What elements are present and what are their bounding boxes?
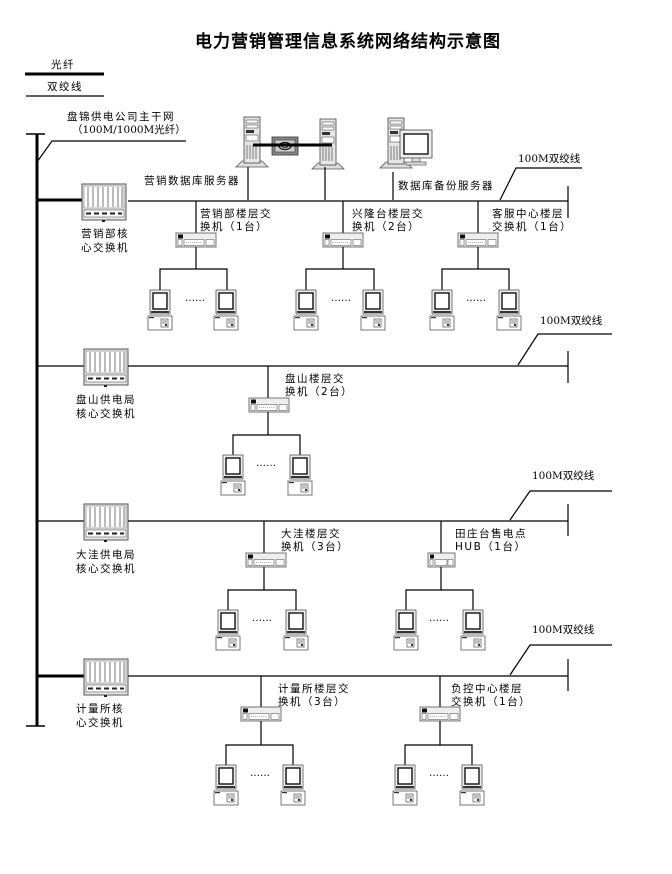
ellipsis: ……	[252, 613, 272, 624]
pc-icon	[496, 289, 522, 331]
pc-links	[159, 268, 228, 290]
pc-icon	[393, 609, 419, 651]
cable-callout	[517, 333, 612, 366]
core-switch-icon	[83, 503, 129, 543]
legend-fiber-label: 光纤	[51, 58, 75, 71]
floor-switch-label-line1: 兴隆台楼层交	[352, 207, 424, 220]
floor-switch-icon	[240, 706, 282, 722]
pc-icon	[392, 764, 418, 806]
floor-switch-label-line2: 换机（3台）	[281, 540, 349, 553]
cable-label: 100M双绞线	[518, 152, 581, 165]
pc-icon	[293, 289, 319, 331]
floor-switch-label-line1: 营销部楼层交	[200, 207, 272, 220]
floor-switch-label-line1: 大洼楼层交	[281, 527, 341, 540]
segment-panshan: 盘山供电局 核心交换机 100M双绞线 盘山楼层交 换机（2台） ……	[37, 314, 612, 496]
cable-callout	[499, 167, 582, 201]
floor-switch-label-line2: 换机（1台）	[200, 220, 268, 233]
pc-icon	[220, 454, 246, 496]
core-switch-icon	[83, 658, 129, 698]
floor-switch-label-line2: 换机（2台）	[352, 220, 420, 233]
core-switch-label-line2: 核心交换机	[76, 407, 136, 420]
backbone-label-line1: 盘锦供电公司主干网	[67, 110, 175, 123]
floor-switch-label-line1: 计量所楼层交	[278, 682, 350, 695]
floor-switch-icon	[419, 706, 461, 722]
pc-icon	[283, 609, 309, 651]
marketing-db-server-label: 营销数据库服务器	[144, 174, 240, 187]
segment-dawa: 大洼供电局 核心交换机 100M双绞线 大洼楼层交 换机（3台） …… 田庄台售…	[37, 469, 612, 651]
core-switch-icon	[81, 183, 127, 223]
core-switch-label-line2: 心交换机	[76, 716, 124, 729]
floor-switch-label-line2: 换机（2台）	[285, 385, 353, 398]
ellipsis: ……	[429, 613, 449, 624]
floor-switch-icon	[175, 232, 217, 248]
pc-icon	[459, 764, 485, 806]
legend-twisted-pair-label: 双绞线	[47, 80, 83, 93]
backbone-callout	[36, 140, 186, 163]
core-switch-label-line2: 心交换机	[81, 241, 129, 254]
cable-label: 100M双绞线	[532, 469, 595, 482]
pc-icon	[429, 289, 455, 331]
hub-icon	[427, 552, 456, 568]
core-switch-label-line1: 营销部核	[81, 227, 129, 240]
pc-icon	[360, 289, 386, 331]
backbone: 盘锦供电公司主干网 （100M/1000M光纤）	[26, 110, 186, 727]
ellipsis: ……	[185, 293, 205, 304]
ellipsis: ……	[250, 768, 270, 779]
legend: 光纤 双绞线	[25, 58, 104, 97]
floor-switch-label-line2: 交换机（1台）	[492, 220, 572, 233]
diagram-title: 电力营销管理信息系统网络结构示意图	[195, 31, 501, 52]
core-switch-label-line1: 大洼供电局	[76, 548, 136, 561]
segment-marketing: 营销部核 心交换机 100M双绞线 营销部楼层交 换机（1台） …… 兴隆台楼层…	[37, 152, 582, 331]
pc-icon	[460, 609, 486, 651]
backup-db-server-icon	[379, 117, 433, 169]
pc-icon	[280, 764, 306, 806]
cable-callout	[509, 490, 612, 521]
pc-icon	[213, 764, 239, 806]
pc-icon	[213, 289, 239, 331]
floor-switch-label-line1: 负控中心楼层	[451, 682, 523, 695]
floor-switch-icon	[245, 552, 287, 568]
ellipsis: ……	[331, 293, 351, 304]
marketing-db-server-icon-1	[235, 116, 269, 168]
pc-icon	[287, 454, 313, 496]
core-switch-label-line1: 计量所核	[76, 702, 124, 715]
segment-metering: 计量所核 心交换机 100M双绞线 计量所楼层交 换机（3台） …… 负控中心楼…	[37, 623, 612, 806]
floor-switch-label-line2: 交换机（1台）	[451, 695, 531, 708]
cable-label: 100M双绞线	[532, 623, 595, 636]
core-switch-icon	[83, 348, 129, 388]
hub-label-line1: 田庄台售电点	[455, 527, 527, 540]
floor-switch-label-line1: 客服中心楼层	[492, 207, 564, 220]
floor-switch-icon	[322, 232, 364, 248]
backbone-label-line2: （100M/1000M光纤）	[72, 123, 186, 136]
cable-callout	[509, 644, 612, 676]
hub-label-line2: HUB（1台）	[455, 540, 526, 553]
servers: 营销数据库服务器 数据库备份服务器	[144, 116, 494, 200]
ellipsis: ……	[256, 458, 276, 469]
floor-switch-icon	[457, 232, 499, 248]
core-switch-label-line2: 核心交换机	[76, 562, 136, 575]
floor-switch-label-line1: 盘山楼层交	[285, 372, 345, 385]
pc-icon	[215, 609, 241, 651]
ellipsis: ……	[429, 768, 449, 779]
pc-icon	[147, 289, 173, 331]
core-switch-label-line1: 盘山供电局	[76, 393, 136, 406]
ellipsis: ……	[466, 293, 486, 304]
floor-switch-icon	[248, 397, 290, 413]
floor-switch-label-line2: 换机（3台）	[278, 695, 346, 708]
backup-db-server-label: 数据库备份服务器	[398, 179, 494, 192]
cable-label: 100M双绞线	[540, 314, 603, 327]
